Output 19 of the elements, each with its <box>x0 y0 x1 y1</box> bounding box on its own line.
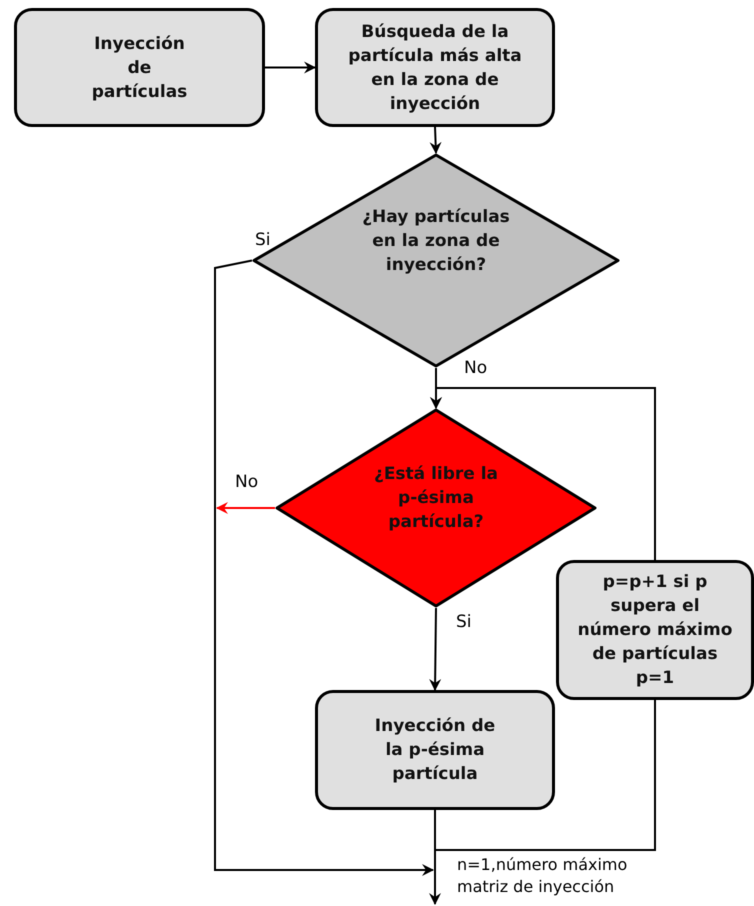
node-text: Búsqueda de la partícula más alta en la zona de inyección <box>347 20 523 116</box>
arrow <box>265 62 316 74</box>
process-box <box>315 8 555 127</box>
node-text: ¿Hay partículas en la zona de inyección? <box>361 206 511 276</box>
arrow <box>430 387 656 560</box>
note-text: n=1,número máximo matriz de inyección <box>457 854 628 898</box>
arrow <box>216 502 275 514</box>
arrow <box>214 260 434 876</box>
process-box <box>556 560 754 700</box>
node-text: p=p+1 si p supera el número máximo de partículas p=1 <box>577 571 733 690</box>
decision-diamond <box>275 408 597 608</box>
arrow <box>429 608 442 691</box>
process-box <box>315 690 555 810</box>
arrow <box>429 810 441 905</box>
process-box <box>14 8 265 127</box>
node-text: Inyección de partículas <box>90 32 188 104</box>
node-text: ¿Está libre la p-ésima partícula? <box>372 463 500 534</box>
arrow <box>430 126 442 154</box>
node-text: Inyección de la p-ésima partícula <box>374 715 496 786</box>
